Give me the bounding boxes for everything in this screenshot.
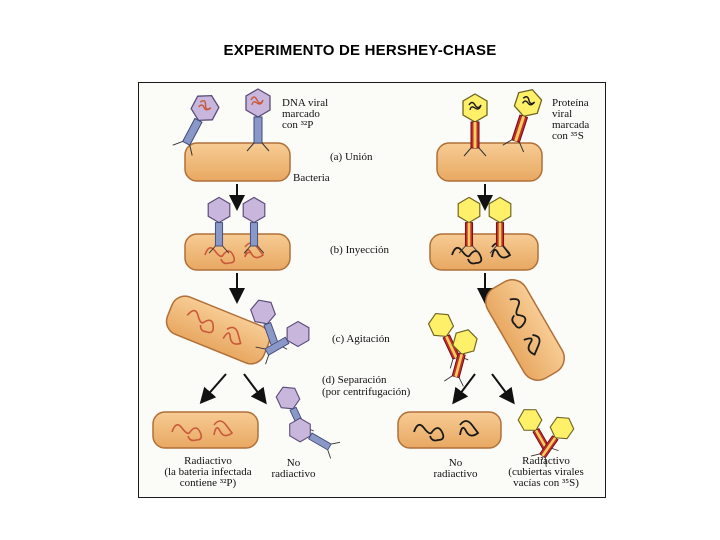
label-radiactivo-left: Radiactivo (la bateria infectada contien… [164,455,252,489]
stage-a-union: (a) Unión [330,151,373,163]
label-bacteria: Bacteria [293,172,330,184]
label-dna-viral: DNA viral marcado con ³²P [282,97,329,131]
bacterium-c-right [485,279,565,381]
stage-d-separacion: (d) Separación (por centrifugación) [322,374,411,398]
arrow-left-cd1 [199,373,227,405]
arrow-right-cd1 [452,373,476,405]
phage-dna-a2 [245,88,271,152]
arrow-right-cd2 [491,373,515,405]
bacterium-a-right [436,142,543,182]
stage-c-agitacion: (c) Agitación [332,333,390,345]
phage-dna-d2 [284,414,341,460]
bacterium-d-right [397,411,502,449]
diagram-title: EXPERIMENTO DE HERSHEY-CHASE [223,42,497,59]
bacterium-c-left [165,295,271,365]
bacterium-d-left [152,411,259,449]
bacterium-a-left [184,142,291,182]
label-radiactivo-right: Radiactivo (cubiertas virales vacías con… [508,455,584,489]
label-no-radiactivo-right: No radiactivo [433,457,478,480]
label-no-radiactivo-left: No radiactivo [271,457,316,480]
bacterium-b-left [184,233,291,271]
arrow-left-cd2 [243,373,267,405]
label-proteina-viral: Proteína viral marcada con ³⁵S [552,97,590,142]
bacterium-b-right [429,233,539,271]
stage-b-inyeccion: (b) Inyección [330,244,389,256]
